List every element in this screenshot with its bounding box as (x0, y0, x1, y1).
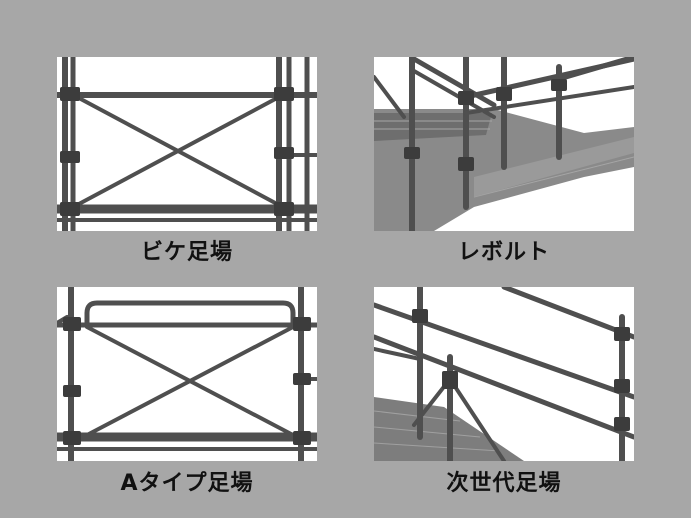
next-generation-scaffolding-caption: 次世代足場 (446, 471, 562, 496)
bike-scaffolding-caption: ビケ足場 (140, 240, 233, 265)
next-generation-scaffolding-drawing (374, 287, 634, 461)
bike-scaffolding-drawing (57, 57, 317, 231)
a-type-scaffolding-drawing (57, 287, 317, 461)
revolt-scaffolding-image (374, 57, 634, 231)
revolt-scaffolding-drawing (374, 57, 634, 231)
bike-scaffolding-image (57, 57, 317, 231)
a-type-scaffolding-caption: Aタイプ足場 (120, 471, 254, 496)
revolt-scaffolding-caption: レボルト (457, 240, 550, 265)
next-generation-scaffolding-image (374, 287, 634, 461)
a-type-scaffolding-image (57, 287, 317, 461)
